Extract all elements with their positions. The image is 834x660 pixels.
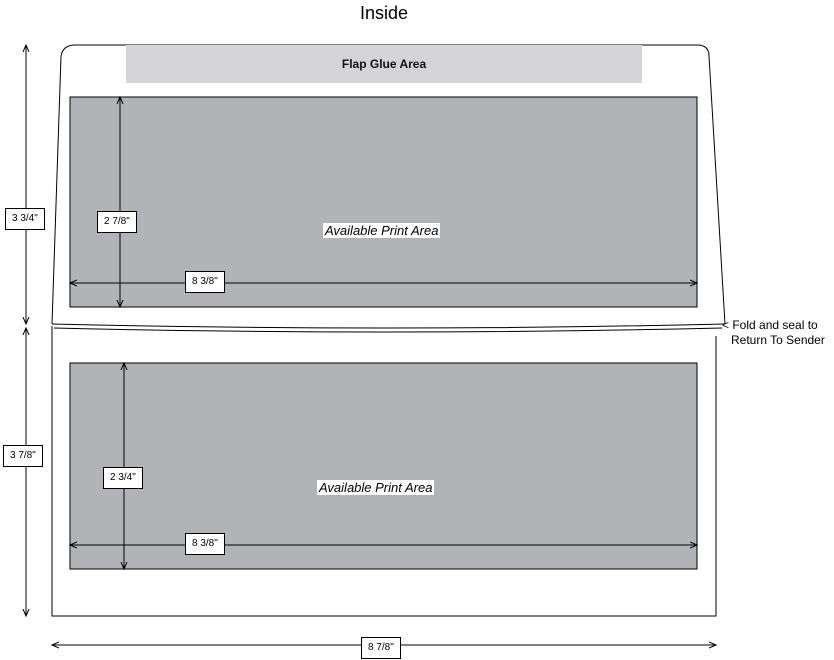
- bottom-print-width-label: 8 3/8": [185, 533, 225, 555]
- bottom-print-area-label: Available Print Area: [317, 480, 435, 495]
- fold-line: [51, 323, 726, 333]
- diagram-title: Inside: [359, 3, 409, 23]
- body-height-label: 3 7/8": [3, 445, 43, 467]
- fold-note: < Fold and seal to Return To Sender: [722, 318, 825, 348]
- top-print-area-label: Available Print Area: [323, 223, 441, 238]
- fold-note-line1: < Fold and seal to: [722, 318, 818, 332]
- flap-height-label: 3 3/4": [5, 208, 45, 230]
- top-print-height-label: 2 7/8": [97, 211, 137, 233]
- total-width-label: 8 7/8": [361, 637, 401, 659]
- top-print-width-label: 8 3/8": [185, 271, 225, 293]
- flap-glue-label: Flap Glue Area: [341, 57, 427, 71]
- fold-note-line2: Return To Sender: [731, 333, 825, 347]
- bottom-print-height-label: 2 3/4": [103, 467, 143, 489]
- bottom-print-area: [69, 362, 698, 570]
- envelope-body-outline: [51, 326, 717, 617]
- top-print-area: [69, 96, 698, 308]
- flap-glue-area: Flap Glue Area: [126, 45, 642, 83]
